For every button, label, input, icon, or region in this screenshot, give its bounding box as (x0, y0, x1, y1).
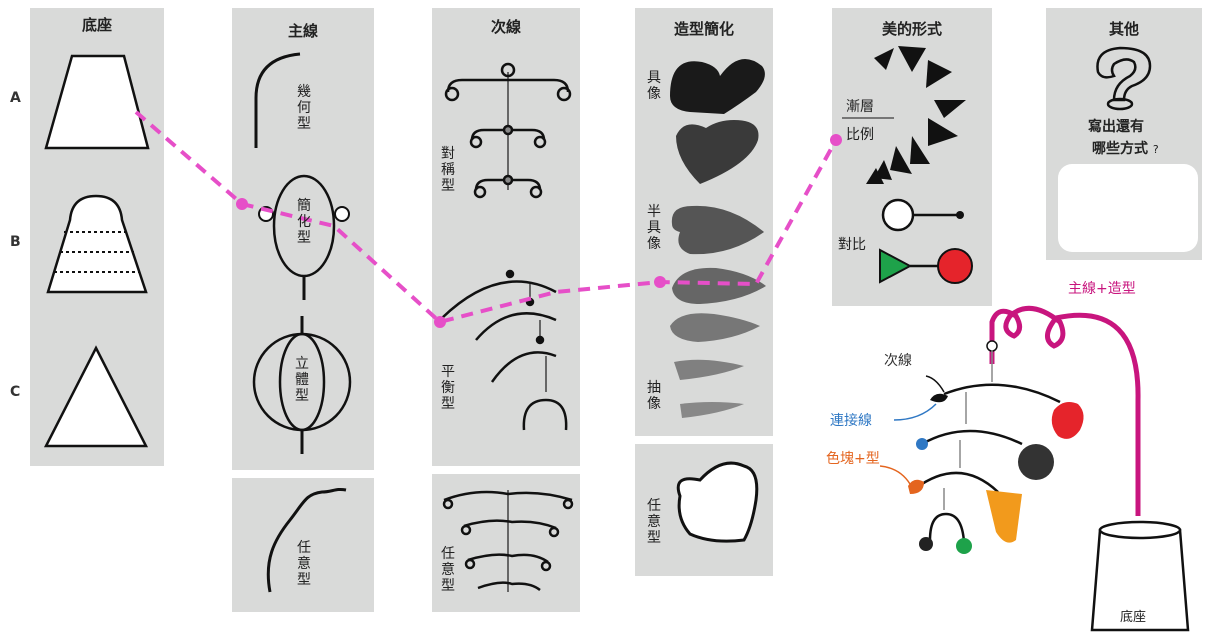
heart-2 (676, 120, 759, 184)
heart-3 (671, 205, 764, 255)
mobile-sub-line-label: 次線 (884, 353, 912, 369)
sub-balanced-shape (441, 269, 568, 431)
other-title: 其他 (1108, 20, 1139, 38)
sub-free-shape (442, 490, 574, 592)
base-shape-b (46, 194, 148, 294)
selection-dashed-line (134, 110, 838, 325)
other-prompt-text: 哪些方式 (1092, 141, 1148, 157)
row-label-a: A (10, 90, 21, 106)
contrast-label: 對比 (838, 237, 866, 253)
sub-symmetric-shape (444, 62, 572, 199)
main-geometric-arc (254, 52, 301, 148)
main-simplified-shape (258, 174, 350, 300)
heart-4 (672, 267, 766, 304)
simplified-label: 簡化型 (297, 198, 311, 246)
semi-concrete-label: 半具像 (647, 204, 661, 252)
beauty-title: 美的形式 (881, 20, 942, 38)
contrast-pair-2 (879, 248, 973, 284)
contrast-pair-1 (881, 198, 964, 232)
geometric-label: 幾何型 (297, 84, 311, 132)
answer-box (1058, 164, 1198, 252)
heart-free (676, 461, 759, 543)
other-prompt-mark: ? (1152, 143, 1159, 156)
mobile-color-shape-label: 色塊+型 (826, 451, 880, 467)
question-mark-icon (1096, 46, 1152, 111)
base-title: 底座 (81, 16, 112, 34)
main-line-free-panel (232, 478, 374, 612)
row-label-b: B (10, 234, 21, 250)
balanced-label: 平衡型 (441, 364, 455, 412)
base-shape-a (44, 54, 150, 150)
main-line-title: 主線 (287, 22, 318, 40)
heart-5 (670, 313, 760, 342)
sub-line-title: 次線 (490, 18, 521, 36)
row-label-c: C (10, 384, 21, 400)
gradation-wedges (866, 46, 966, 184)
sub-free-label: 任意型 (441, 546, 455, 594)
heart-7 (680, 402, 744, 418)
sub-line-column (432, 8, 580, 466)
other-prompt-line2: 哪些方式 ? (1092, 138, 1159, 158)
shape-title: 造型簡化 (673, 20, 734, 38)
main-free-label: 任意型 (297, 540, 311, 588)
symmetric-label: 對稱型 (441, 146, 455, 194)
main-solid-shape (252, 316, 352, 454)
mobile-illustration (879, 305, 1190, 632)
main-free-line (266, 487, 347, 593)
concrete-label: 具像 (647, 70, 661, 102)
other-prompt-line1: 寫出還有 (1088, 119, 1144, 135)
mobile-base-label: 底座 (1120, 610, 1147, 625)
shape-free-label: 任意型 (647, 498, 661, 546)
mobile-main-shape-label: 主線+造型 (1068, 281, 1136, 297)
gradation-label: 漸層 (846, 99, 874, 115)
mobile-connector-label: 連接線 (830, 413, 872, 429)
heart-concrete (670, 58, 765, 114)
heart-6 (674, 359, 744, 380)
base-shape-c (43, 345, 149, 448)
proportion-label: 比例 (846, 127, 874, 143)
abstract-label: 抽像 (647, 380, 661, 412)
solid-label: 立體型 (295, 356, 309, 404)
selection-dots (236, 134, 842, 328)
